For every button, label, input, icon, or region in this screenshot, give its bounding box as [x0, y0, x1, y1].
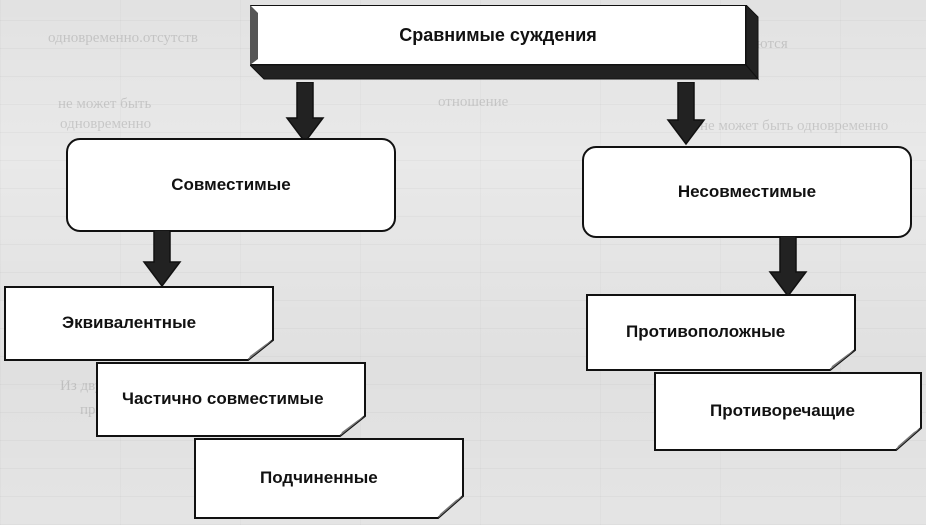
- document-shape: [654, 372, 922, 451]
- arrow-down-icon: [768, 236, 808, 298]
- leaf-node-equivalent-label: Эквивалентные: [62, 313, 197, 332]
- document-shape: [586, 294, 856, 371]
- root-node-label: Сравнимые суждения: [399, 24, 597, 45]
- leaf-node-equivalent: Эквивалентные: [4, 286, 274, 362]
- branch-node-compatible: Совместимые: [66, 138, 396, 232]
- document-shape: [96, 362, 366, 437]
- leaf-node-partially-compatible-label: Частично совместимые: [122, 389, 324, 408]
- arrow-down-icon: [666, 82, 706, 146]
- leaf-node-contradictory-label: Противоречащие: [710, 401, 855, 420]
- branch-node-incompatible-label: Несовместимые: [677, 182, 817, 201]
- leaf-node-subordinate: Подчиненные: [194, 438, 464, 520]
- arrow-down-icon: [142, 230, 182, 288]
- ghost-text: не может быть одновременно: [700, 118, 889, 134]
- branch-node-compatible-label: Совместимые: [171, 175, 291, 194]
- leaf-node-contradictory: Противоречащие: [654, 372, 922, 452]
- leaf-node-subordinate-label: Подчиненные: [260, 468, 378, 487]
- document-shape: [4, 286, 274, 361]
- document-shape: [194, 438, 464, 519]
- ghost-text: не может быть: [58, 96, 152, 112]
- ghost-text: одновременно: [60, 116, 152, 132]
- root-node: Сравнимые суждения: [250, 5, 760, 83]
- ghost-text: одновременно.отсутств: [48, 30, 198, 46]
- leaf-node-opposite-label: Противоположные: [626, 322, 786, 341]
- root-node-shape: [250, 5, 760, 81]
- leaf-node-partially-compatible: Частично совместимые: [96, 362, 366, 438]
- leaf-node-opposite: Противоположные: [586, 294, 856, 372]
- arrow-down-icon: [285, 82, 325, 144]
- ghost-text: отношение: [438, 94, 509, 110]
- branch-node-incompatible: Несовместимые: [582, 146, 912, 238]
